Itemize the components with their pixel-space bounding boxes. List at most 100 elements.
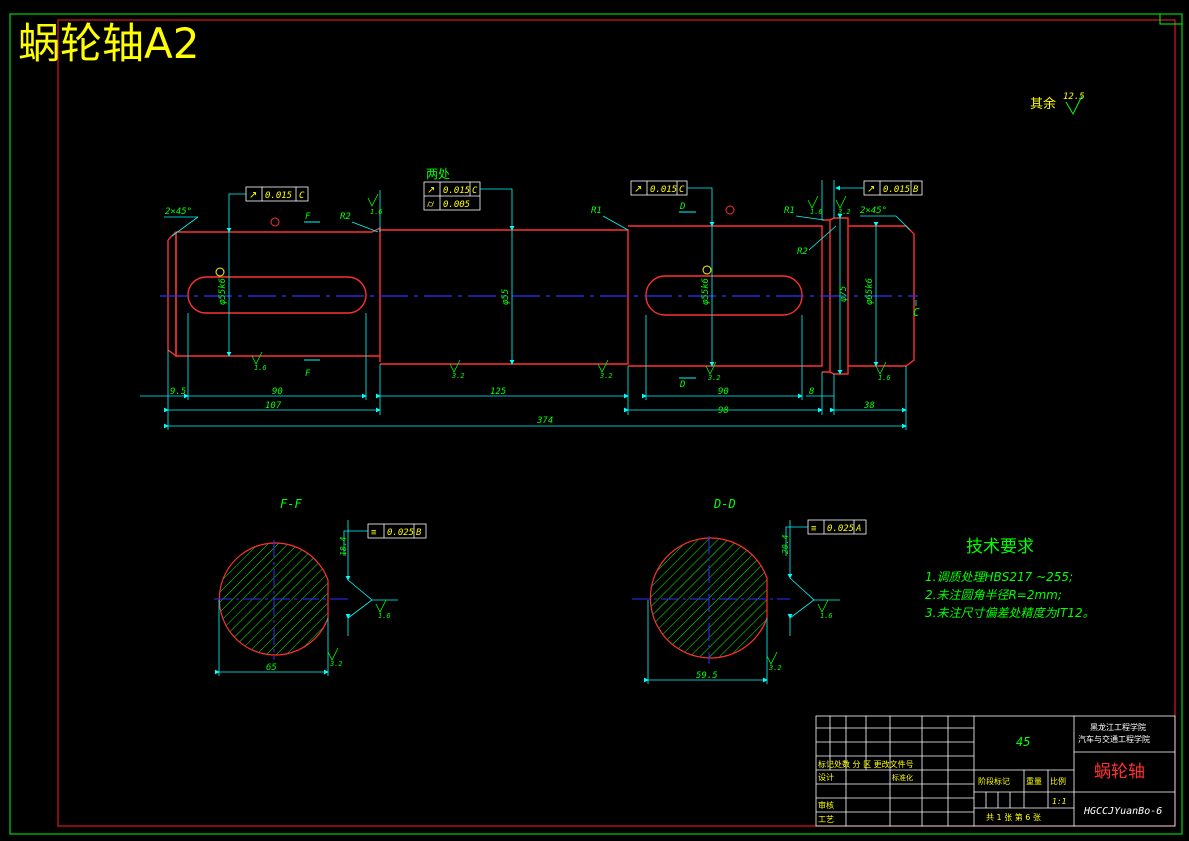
svg-text:0.015: 0.015 xyxy=(650,185,677,195)
section-ff-depth: 18.4 xyxy=(339,537,348,556)
revision-row: 标记处数 分 区 更改文件号 xyxy=(818,759,914,769)
svg-text:D: D xyxy=(679,380,685,390)
section-ff-label: F-F xyxy=(280,497,302,511)
svg-text:0.025: 0.025 xyxy=(827,524,854,534)
svg-text:374: 374 xyxy=(536,416,553,426)
svg-text:R2: R2 xyxy=(797,247,808,257)
chamfer-leader-left-2 xyxy=(171,216,199,237)
svg-text:3.2: 3.2 xyxy=(599,372,613,380)
weight-label: 重量 xyxy=(1026,776,1042,786)
dimension-texts: 9.5 90 107 125 90 8 98 38 374 xyxy=(170,387,875,426)
svg-text:↗: ↗ xyxy=(427,185,435,196)
diameter-dims xyxy=(226,214,879,375)
sheet-title: 蜗轮轴A2 xyxy=(18,19,199,68)
section-mark-texts: F F D D xyxy=(305,202,685,390)
ratio-label: 比例 xyxy=(1050,776,1066,786)
review-label: 审核 xyxy=(818,800,834,810)
tech-heading: 技术要求 xyxy=(966,537,1034,557)
section-dd-view xyxy=(632,519,867,684)
tech-item-2: 2.未注圆角半径R=2mm; xyxy=(925,588,1062,602)
svg-text:107: 107 xyxy=(265,401,282,411)
svg-text:0.015: 0.015 xyxy=(265,191,292,201)
svg-text:3.2: 3.2 xyxy=(451,372,465,380)
title-block-texts: 45 黑龙江工程学院 汽车与交通工程学院 蜗轮轴 HGCCJYuanBo-6 1… xyxy=(818,722,1162,824)
svg-text:38: 38 xyxy=(863,401,875,411)
svg-text:φ65k6: φ65k6 xyxy=(865,278,875,305)
corner-box xyxy=(1159,13,1183,25)
school-1: 黑龙江工程学院 xyxy=(1090,722,1146,732)
part-name: 蜗轮轴 xyxy=(1094,762,1145,782)
surface-note-label: 其余 xyxy=(1030,96,1056,112)
tech-item-1: 1.调质处理HBS217 ~255; xyxy=(925,570,1073,584)
radius-leader-2 xyxy=(602,215,629,231)
section-dd-width: 59.5 xyxy=(696,671,718,681)
section-dd-texts: ≡ 0.025 A xyxy=(811,524,861,534)
school-2: 汽车与交通工程学院 xyxy=(1078,734,1150,744)
section-ff-texts: ≡ 0.025 B xyxy=(371,528,422,538)
section-ff-rough-2: 3.2 xyxy=(329,660,343,668)
svg-text:3.2: 3.2 xyxy=(837,208,851,216)
svg-text:98: 98 xyxy=(718,406,729,416)
svg-text:φ55k6: φ55k6 xyxy=(218,278,228,305)
tolerance-frame-1: ↗ 0.015 C xyxy=(228,186,309,232)
svg-text:90: 90 xyxy=(272,387,283,397)
process-label: 工艺 xyxy=(818,815,834,824)
section-dd-rough-2: 3.2 xyxy=(768,664,782,672)
svg-text:8: 8 xyxy=(809,387,814,397)
svg-text:3.2: 3.2 xyxy=(707,374,721,382)
roughness-marks: 1.6 3.2 3.2 3.2 1.6 1.6 1.6 3.2 xyxy=(251,193,891,382)
svg-text:1.6: 1.6 xyxy=(254,364,267,372)
svg-text:2×45°: 2×45° xyxy=(860,206,887,216)
tech-item-3: 3.未注尺寸偏差处精度为IT12。 xyxy=(925,606,1095,620)
section-ff-width: 65 xyxy=(266,663,277,673)
svg-text:D: D xyxy=(679,202,685,212)
svg-text:C: C xyxy=(472,186,478,196)
svg-text:B: B xyxy=(416,528,422,538)
svg-text:C: C xyxy=(679,185,685,195)
section-marks xyxy=(304,211,696,379)
chamfer-labels: 2×45° 2×45° xyxy=(165,206,887,217)
svg-text:F: F xyxy=(305,369,311,379)
svg-text:⌭: ⌭ xyxy=(427,199,435,210)
stage-mark-label: 阶段标记 xyxy=(978,776,1010,786)
tolerance-frame-2: ↗ 0.015 C ⌭ 0.005 两处 xyxy=(423,167,513,230)
svg-text:↗: ↗ xyxy=(867,184,875,195)
title-block xyxy=(815,715,1176,827)
tolerance-frame-4: ↗ 0.015 B xyxy=(835,180,923,196)
section-dd-depth: 20.4 xyxy=(781,535,790,554)
svg-text:B: B xyxy=(913,185,919,195)
scale-value: 1:1 xyxy=(1052,797,1066,806)
svg-text:0.015: 0.015 xyxy=(883,185,910,195)
svg-text:125: 125 xyxy=(490,387,506,397)
svg-text:1.6: 1.6 xyxy=(878,374,891,382)
radius-leader-4 xyxy=(808,225,837,251)
svg-text:1.6: 1.6 xyxy=(370,208,383,216)
svg-text:R2: R2 xyxy=(340,212,351,222)
radius-labels: R2 R1 R1 R2 xyxy=(340,206,808,257)
svg-text:R1: R1 xyxy=(591,206,602,216)
sheet-info: 共 1 张 第 6 张 xyxy=(986,812,1041,822)
datum-markers xyxy=(215,205,735,277)
svg-text:0.025: 0.025 xyxy=(387,528,414,538)
diameter-texts: φ55k6 φ55 φ55k6 φ75 φ65k6 xyxy=(218,278,875,305)
svg-text:0.005: 0.005 xyxy=(443,200,470,210)
outer-frame xyxy=(9,13,1183,835)
inner-frame xyxy=(57,19,1176,827)
section-ff-view xyxy=(214,520,427,676)
svg-text:φ55: φ55 xyxy=(501,289,511,305)
svg-text:≡: ≡ xyxy=(371,528,377,538)
design-label: 设计 xyxy=(818,772,834,782)
two-places-label: 两处 xyxy=(426,167,450,181)
svg-text:0.015: 0.015 xyxy=(443,186,470,196)
svg-text:C: C xyxy=(299,191,305,201)
chamfer-leader-right-2 xyxy=(895,215,911,231)
radius-leader-3 xyxy=(795,215,825,221)
svg-text:φ75: φ75 xyxy=(839,286,849,302)
tolerance-frame-3: ↗ 0.015 C xyxy=(630,180,713,226)
standardize-label: 标准化 xyxy=(892,773,913,782)
svg-text:φ55k6: φ55k6 xyxy=(701,278,711,305)
dimension-lines xyxy=(140,393,907,429)
svg-text:A: A xyxy=(855,524,861,534)
svg-text:1.6: 1.6 xyxy=(810,208,823,216)
